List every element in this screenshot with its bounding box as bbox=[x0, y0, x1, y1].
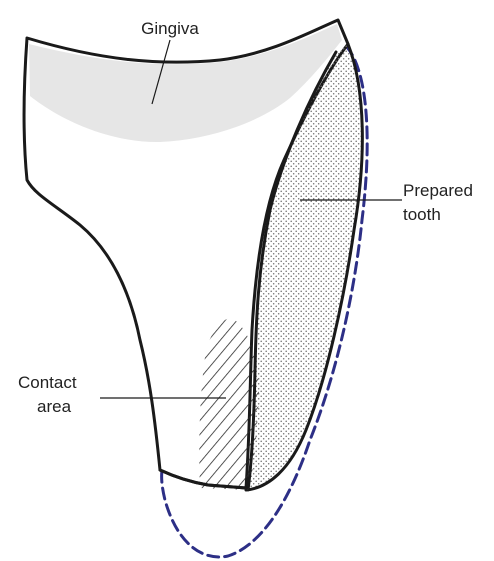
prepared-tooth-label-line1: Prepared bbox=[403, 181, 473, 200]
prepared-tooth-label-line2: tooth bbox=[403, 205, 441, 224]
gingiva-label: Gingiva bbox=[141, 19, 199, 38]
contact-area-label-line1: Contact bbox=[18, 373, 77, 392]
contact-area-label-line2: area bbox=[37, 397, 72, 416]
